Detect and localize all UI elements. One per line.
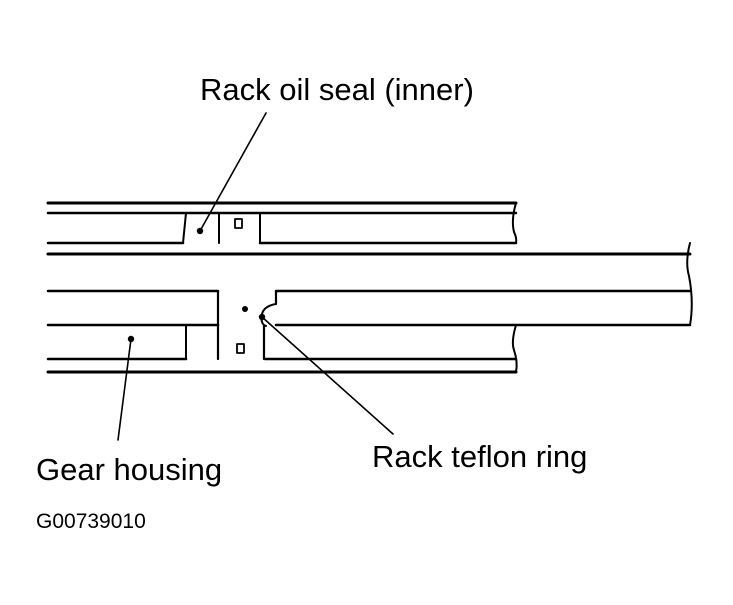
rack-oil-seal — [182, 212, 261, 244]
label-rack-teflon-ring: Rack teflon ring — [372, 439, 588, 474]
dot-rack-oil-seal — [196, 227, 204, 235]
dot-teflon-upper — [242, 306, 248, 312]
leader-lines — [117, 112, 394, 441]
label-rack-oil-seal: Rack oil seal (inner) — [200, 72, 474, 107]
gear-housing-upper-wall — [46, 201, 518, 245]
rack-shaft — [46, 242, 693, 326]
dot-gear-housing — [127, 335, 135, 343]
leader-rack-oil-seal — [199, 112, 267, 232]
leader-gear-housing — [117, 338, 132, 441]
leader-rack-teflon-ring — [261, 316, 394, 435]
figure-code: G00739010 — [36, 510, 146, 533]
drawing-lines — [46, 112, 693, 441]
leader-dots — [127, 227, 266, 343]
dot-rack-teflon-ring — [258, 313, 266, 321]
gear-housing-lower-wall — [46, 323, 692, 374]
label-gear-housing: Gear housing — [36, 452, 223, 487]
